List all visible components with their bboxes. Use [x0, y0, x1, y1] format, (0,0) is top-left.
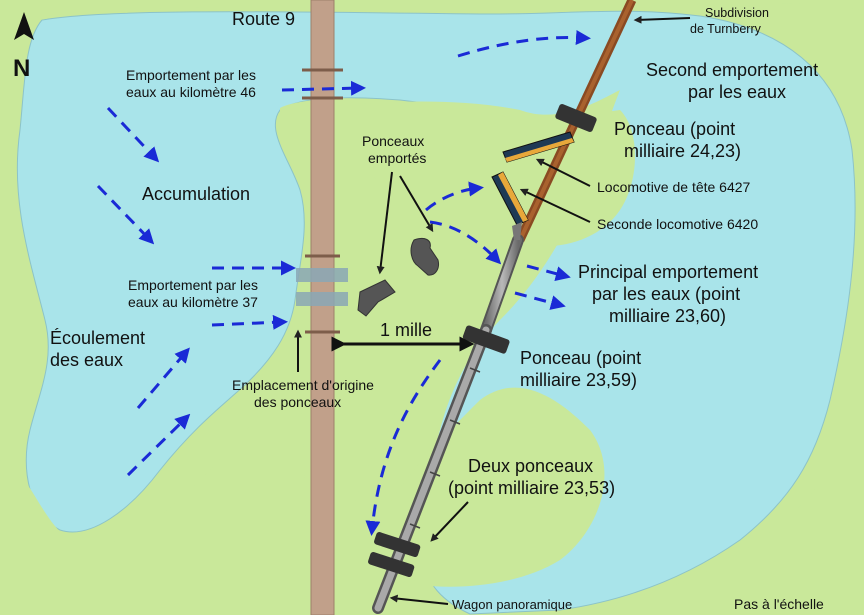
culvert-2359-label-2: milliaire 23,59) [520, 370, 637, 390]
two-culverts-label-2: (point milliaire 23,53) [448, 478, 615, 498]
second-washout-label-2: par les eaux [688, 82, 786, 102]
labels: Route 9 Subdivision de Turnberry Second … [50, 6, 824, 612]
washed-culverts-label-2: emportés [368, 150, 426, 166]
lead-locomotive-6427 [502, 131, 575, 163]
subdivision-label-2: de Turnberry [690, 22, 762, 36]
washout-km46-label-2: eaux au kilomètre 46 [126, 84, 256, 100]
culvert-23-59 [462, 325, 510, 354]
two-culverts-label-1: Deux ponceaux [468, 456, 593, 476]
leader-lines [294, 15, 691, 605]
north-arrow: N [13, 12, 34, 82]
dome-car-label: Wagon panoramique [452, 597, 572, 612]
north-letter: N [13, 55, 30, 82]
original-culverts-label-1: Emplacement d'origine [232, 377, 374, 393]
second-locomotive-6420 [491, 171, 529, 240]
culvert-24-23 [555, 103, 597, 133]
accumulation-label: Accumulation [142, 184, 250, 204]
water-flow-arrows [96, 30, 591, 536]
land-east [845, 120, 864, 350]
culverts-23-53 [368, 532, 421, 578]
not-to-scale-label: Pas à l'échelle [734, 596, 824, 612]
original-culverts-label-2: des ponceaux [254, 394, 341, 410]
second-loco-label: Seconde locomotive 6420 [597, 216, 758, 232]
subdivision-label-1: Subdivision [705, 6, 769, 20]
route-9-road [310, 0, 335, 615]
land-southeast [610, 440, 864, 615]
washed-out-culverts [357, 237, 439, 317]
washout-km37-label-2: eaux au kilomètre 37 [128, 294, 258, 310]
route-9-label: Route 9 [232, 9, 295, 29]
second-washout-label-1: Second emportement [646, 60, 818, 80]
culvert-2359-label-1: Ponceau (point [520, 348, 641, 368]
land-train-island [491, 110, 635, 247]
culvert-2423-label-2: milliaire 24,23) [624, 141, 741, 161]
original-culverts [296, 254, 348, 334]
lead-loco-label: Locomotive de tête 6427 [597, 179, 751, 195]
main-washout-label-1: Principal emportement [578, 262, 758, 282]
washout-km37-label-1: Emportement par les [128, 277, 258, 293]
water-flow-label-2: des eaux [50, 350, 123, 370]
water-flow-label-1: Écoulement [50, 328, 145, 348]
main-washout-label-2: par les eaux (point [592, 284, 740, 304]
washed-culverts-label-1: Ponceaux [362, 133, 424, 149]
land-southwest [0, 370, 310, 615]
land-strip-north [0, 0, 864, 40]
culvert-2423-label-1: Ponceau (point [614, 119, 735, 139]
washout-km46-label-1: Emportement par les [126, 67, 256, 83]
main-washout-label-3: milliaire 23,60) [609, 306, 726, 326]
one-mile-text: 1 mille [380, 320, 432, 340]
road-culvert-km46 [302, 68, 343, 100]
